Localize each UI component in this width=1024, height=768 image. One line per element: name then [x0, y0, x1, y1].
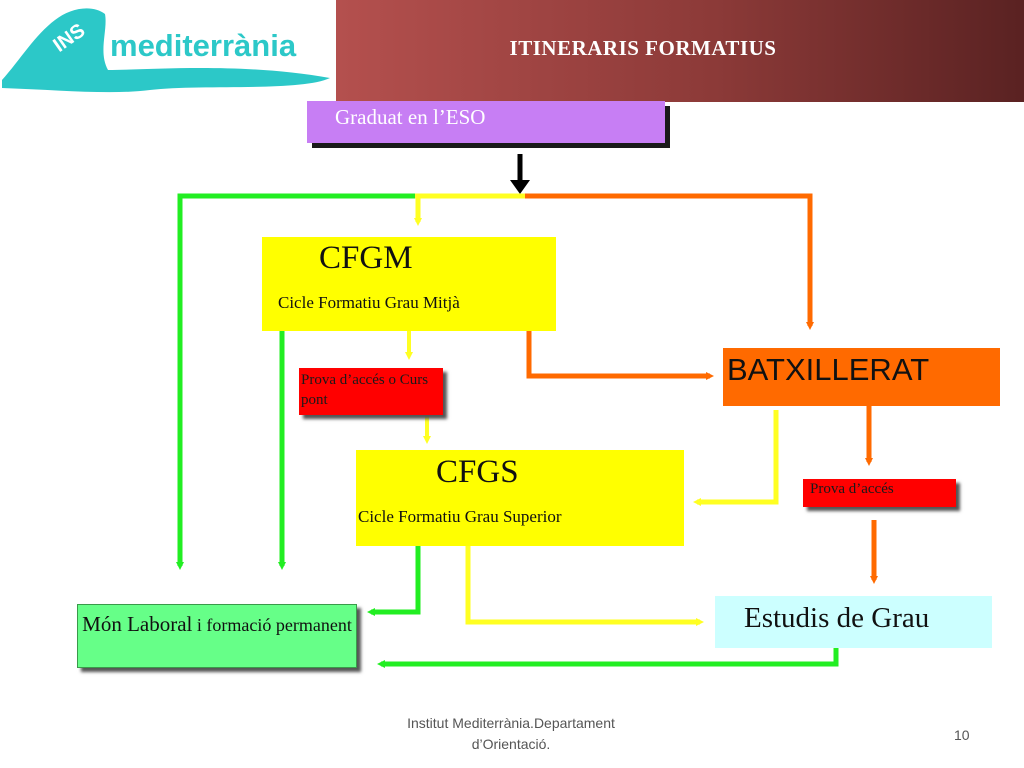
title-bar — [336, 0, 1024, 102]
green-to-mon-laboral — [176, 193, 415, 570]
eso-down-arrowhead — [510, 180, 530, 194]
node-cfgm-title: CFGM — [319, 240, 413, 276]
node-prova-acces-curs-pont-label: Prova d’accés o Curs pont — [301, 372, 429, 408]
node-prova-acces-label: Prova d’accés — [810, 481, 894, 497]
node-mon-laboral-label: Món Laboral i formació permanent — [78, 611, 356, 638]
node-mon-laboral-main: Món Laboral — [82, 612, 193, 636]
node-cfgs-title: CFGS — [436, 454, 519, 490]
logo-wave-shape — [2, 8, 330, 93]
institute-logo: INS mediterrània — [2, 8, 330, 93]
node-batxillerat: BATXILLERAT — [723, 348, 1000, 406]
node-cfgs-subtitle: Cicle Formatiu Grau Superior — [358, 507, 562, 526]
page-number: 10 — [954, 727, 970, 743]
node-estudis-grau-label: Estudis de Grau — [744, 602, 930, 634]
yellow-batx-to-cfgs — [693, 410, 779, 506]
green-cfgs-to-mon-laboral — [367, 546, 421, 616]
node-batxillerat-label: BATXILLERAT — [727, 352, 930, 387]
node-graduat-eso: Graduat en l’ESO — [307, 101, 665, 143]
node-prova-acces: Prova d’accés — [803, 479, 956, 507]
footer-institution: Institut Mediterrània.Departament d’Orie… — [407, 715, 615, 752]
node-cfgm-subtitle: Cicle Formatiu Grau Mitjà — [278, 293, 460, 312]
node-cfgs: CFGS Cicle Formatiu Grau Superior — [356, 450, 684, 546]
node-prova-acces-curs-pont: Prova d’accés o Curs pont — [299, 368, 443, 415]
orange-cfgm-to-batxillerat — [526, 331, 714, 380]
node-estudis-grau: Estudis de Grau — [715, 596, 992, 648]
node-mon-laboral-rest: i formació permanent — [192, 615, 352, 635]
slide-title: ITINERARIS FORMATIUS — [509, 36, 777, 60]
orange-to-batxillerat — [525, 193, 814, 330]
logo-wordmark: mediterrània — [110, 28, 297, 63]
green-grau-to-mon-laboral — [377, 648, 839, 668]
yellow-cfgs-to-grau — [465, 546, 704, 626]
node-graduat-eso-label: Graduat en l’ESO — [335, 105, 486, 129]
node-cfgm: CFGM Cicle Formatiu Grau Mitjà — [262, 237, 556, 331]
node-mon-laboral: Món Laboral i formació permanent — [77, 604, 357, 668]
